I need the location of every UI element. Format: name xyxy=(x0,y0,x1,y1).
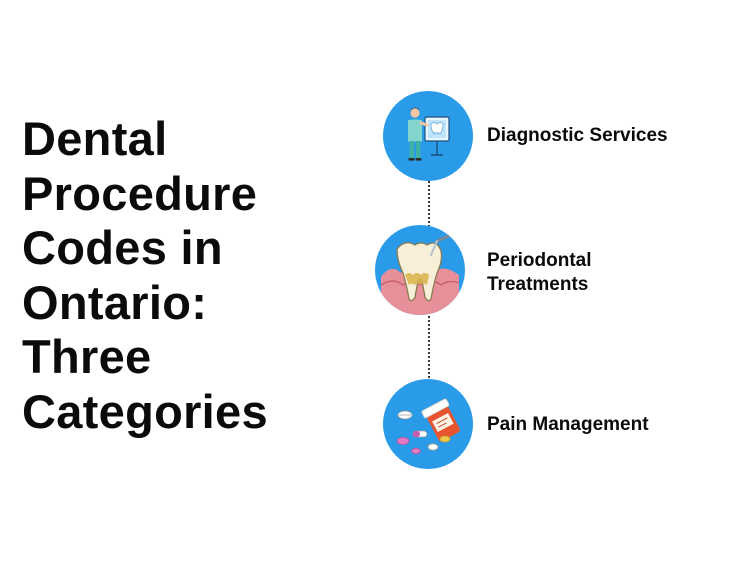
dotted-connector xyxy=(428,178,430,230)
category-label-line: Pain Management xyxy=(487,414,649,435)
page-title: Dental Procedure Codes in Ontario: Three… xyxy=(22,112,362,439)
pill-bottle-icon xyxy=(396,398,460,455)
category-label-line: Periodontal xyxy=(487,250,592,271)
title-line: Dental xyxy=(22,112,168,165)
periodontal-treatments-node xyxy=(375,225,465,315)
tooth-gum-icon xyxy=(380,233,460,315)
title-line: Procedure xyxy=(22,166,258,220)
category-label: Periodontal Treatments xyxy=(487,249,592,297)
category-label: Diagnostic Services xyxy=(487,124,668,148)
category-label-line: Treatments xyxy=(487,274,589,295)
title-line: Three xyxy=(22,330,152,383)
doctor-xray-icon xyxy=(408,107,450,161)
title-line: Ontario: xyxy=(22,275,208,329)
category-label-line: Diagnostic Services xyxy=(487,125,668,146)
pain-management-node xyxy=(383,379,473,469)
title-line: Categories xyxy=(22,384,268,438)
dotted-connector xyxy=(428,316,430,382)
category-label: Pain Management xyxy=(487,413,649,437)
diagnostic-services-node xyxy=(383,91,473,181)
title-line: Codes in xyxy=(22,221,223,274)
